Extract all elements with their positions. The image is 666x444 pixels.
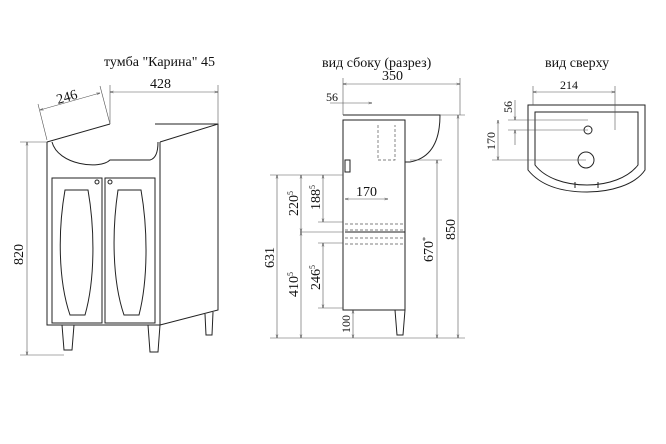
body-height-dimension: 631 <box>263 247 278 268</box>
side-view: 350 56 170 850 670* 631 2205 4105 1885 2… <box>263 69 465 339</box>
total-height-dimension: 850 <box>444 219 459 240</box>
front-view-title: тумба "Карина" 45 <box>104 55 215 70</box>
top-width-dimension: 214 <box>560 78 578 92</box>
drain-offset-dimension: 170 <box>356 185 377 200</box>
height-dimension: 820 <box>12 244 27 265</box>
top-view-title: вид сверху <box>545 56 609 71</box>
upper-opening-dimension: 1885 <box>308 185 324 210</box>
top-depth-dimension: 170 <box>484 132 498 150</box>
lower-compartment-dimension: 4105 <box>286 272 302 297</box>
front-view: 820 428 246 <box>12 77 219 356</box>
sink-height-dimension: 670* <box>421 237 437 262</box>
side-depth-dimension: 350 <box>382 69 403 84</box>
leg-height-dimension: 100 <box>339 315 353 333</box>
depth-dimension: 246 <box>55 88 79 108</box>
top-view: 214 56 170 <box>484 78 646 193</box>
side-view-title: вид сбоку (разрез) <box>322 56 432 71</box>
lower-opening-dimension: 2465 <box>308 265 324 290</box>
side-offset-dimension: 56 <box>326 90 338 104</box>
width-dimension: 428 <box>150 77 171 92</box>
upper-compartment-dimension: 2205 <box>286 191 302 216</box>
top-offset-dimension: 56 <box>501 101 515 113</box>
